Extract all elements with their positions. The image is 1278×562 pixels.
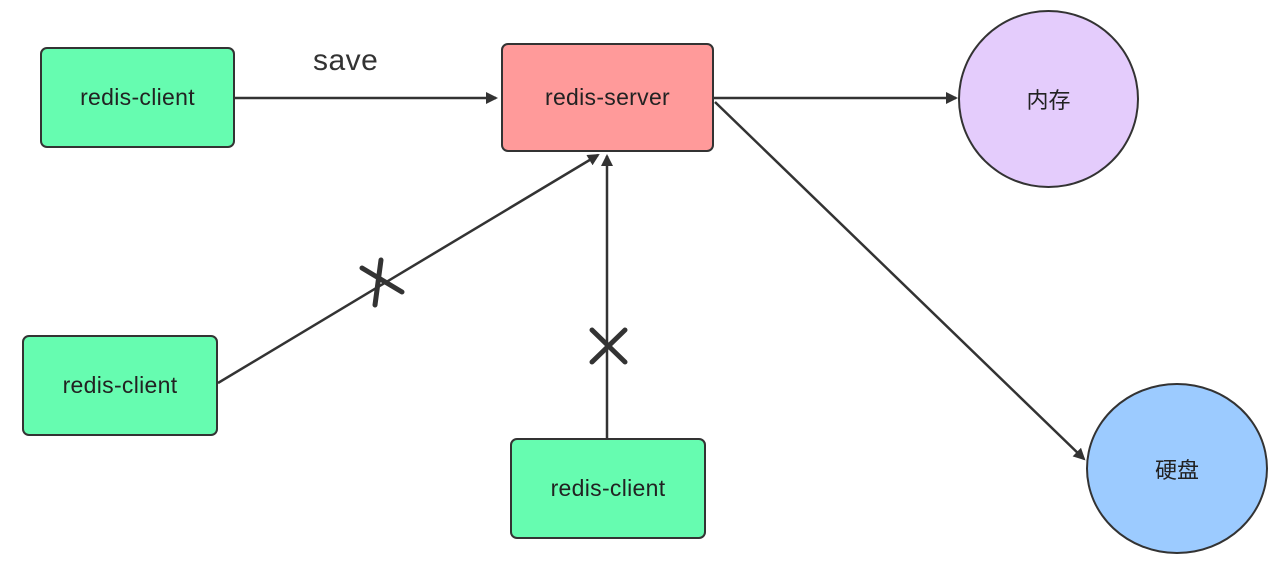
- node-label: 内存: [1026, 89, 1071, 114]
- node-label: redis-server: [544, 84, 670, 110]
- redis-client-node-left: redis-client: [22, 335, 218, 436]
- edge-server-to-disk: [714, 101, 1086, 461]
- save-edge-label: save: [313, 44, 379, 77]
- blocked-cross-icon: [589, 327, 628, 365]
- edge-client-left-to-server-blocked: [217, 153, 600, 385]
- node-label: 硬盘: [1154, 458, 1199, 484]
- node-label: redis-client: [80, 84, 195, 110]
- memory-node: 内存: [958, 10, 1139, 188]
- node-label: redis-client: [62, 372, 178, 398]
- redis-server-node: redis-server: [501, 43, 714, 152]
- blocked-cross-icon: [359, 257, 405, 308]
- node-label: redis-client: [550, 475, 666, 501]
- disk-node: 硬盘: [1086, 383, 1268, 554]
- redis-client-node-top: redis-client: [40, 47, 235, 148]
- redis-client-node-bottom: redis-client: [510, 438, 706, 539]
